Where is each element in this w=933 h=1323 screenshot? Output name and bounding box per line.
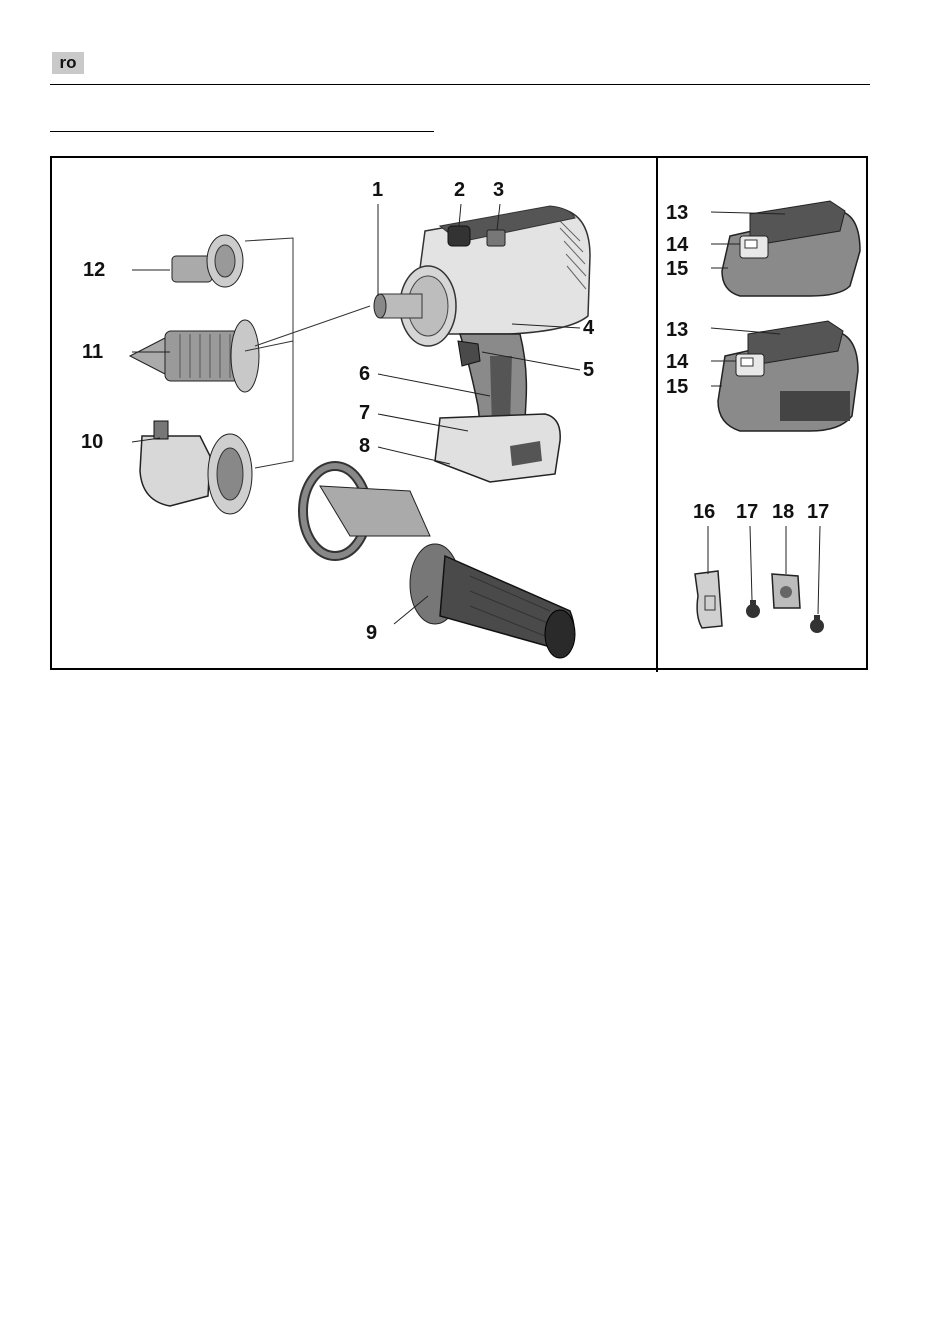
section-underline	[50, 131, 434, 132]
bit-holder-attachment	[172, 235, 243, 287]
callout-6: 6	[359, 363, 370, 385]
callout-11: 11	[82, 341, 103, 363]
callout-1: 1	[372, 179, 383, 201]
callout-17b: 17	[807, 501, 829, 523]
bit-holder-clip	[772, 574, 800, 608]
callout-17a: 17	[736, 501, 758, 523]
battery-small	[722, 201, 860, 296]
callout-10: 10	[81, 431, 103, 453]
callout-5: 5	[583, 359, 594, 381]
callout-9: 9	[366, 622, 377, 644]
callout-14a: 14	[666, 234, 689, 256]
language-badge: ro	[52, 52, 84, 74]
callout-13a: 13	[666, 202, 688, 224]
callout-13b: 13	[666, 319, 688, 341]
header-rule	[50, 84, 870, 85]
screw-b	[810, 615, 824, 633]
callout-2: 2	[454, 179, 465, 201]
callout-7: 7	[359, 402, 370, 424]
callout-14b: 14	[666, 351, 689, 373]
callout-18: 18	[772, 501, 794, 523]
callout-12: 12	[83, 259, 105, 281]
callout-15a: 15	[666, 258, 688, 280]
keyless-chuck-attachment	[130, 320, 259, 392]
belt-clip	[695, 571, 722, 628]
callout-16: 16	[693, 501, 715, 523]
drill-illustration	[374, 206, 590, 482]
callout-15b: 15	[666, 376, 688, 398]
callout-8: 8	[359, 435, 370, 457]
callout-3: 3	[493, 179, 504, 201]
screw-a	[746, 600, 760, 618]
angle-attachment	[140, 421, 252, 514]
attachment-connector-line	[255, 306, 370, 346]
exploded-view-figure: 1 2 3 4 5 6 7 8 9 10 11 12 13 14 15 13 1…	[50, 156, 870, 672]
battery-large	[718, 321, 858, 431]
callout-4: 4	[583, 317, 595, 339]
auxiliary-handle	[303, 466, 575, 658]
